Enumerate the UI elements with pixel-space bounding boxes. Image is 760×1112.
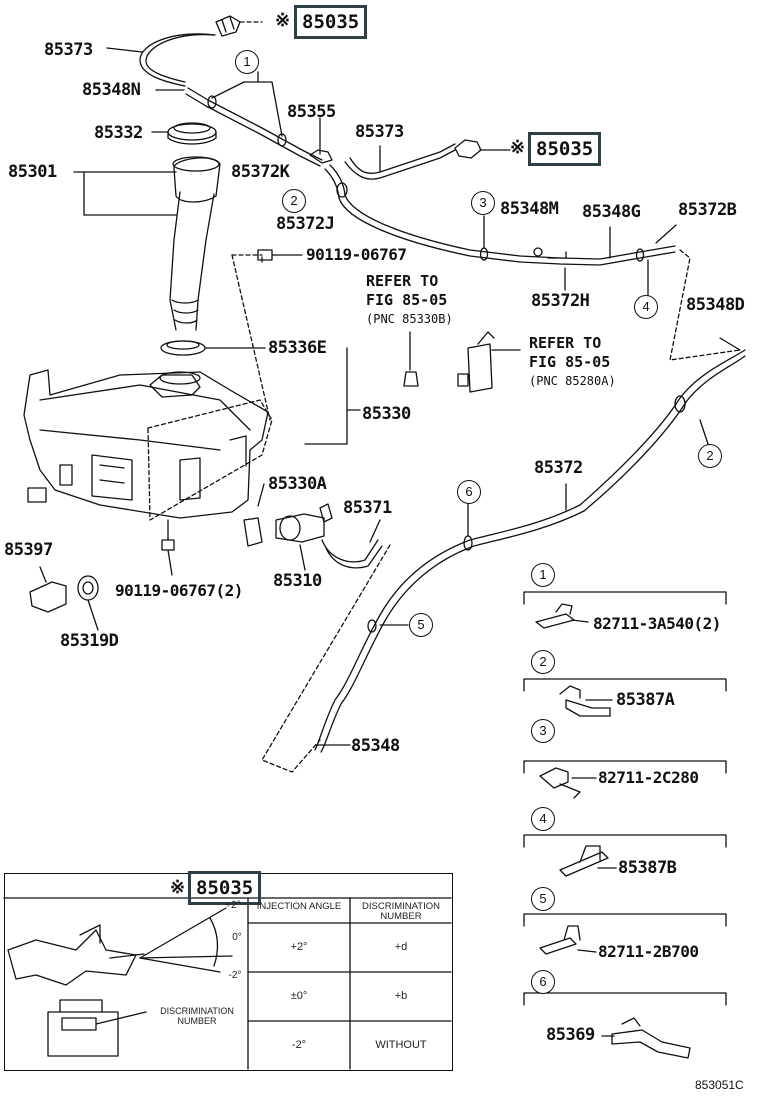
filler-cap-drawing	[151, 122, 217, 145]
refer-note-line2: FIG 85-05	[529, 353, 611, 371]
callout-85336E: 85336E	[268, 338, 327, 358]
circle-number: 3	[471, 191, 495, 215]
refer-note-line3: (PNC 85280A)	[529, 374, 616, 388]
table-cell-number: +b	[394, 990, 408, 1002]
legend-number: 5	[531, 887, 555, 911]
callout-90119-06767-2: 90119-06767(2)	[115, 581, 243, 600]
callout-85310: 85310	[273, 571, 322, 591]
ref-marker-mid: ※	[510, 137, 526, 158]
callout-85371: 85371	[343, 498, 392, 518]
callout-85372K: 85372K	[231, 162, 290, 182]
discrimination-number-label: DISCRIMINATION NUMBER	[148, 1006, 246, 1026]
callout-85372B: 85372B	[678, 200, 737, 220]
discrimination-label-1: DISCRIMINATION	[160, 1006, 234, 1016]
callout-85373-mid: 85373	[355, 122, 404, 142]
figure-code: 853051C	[695, 1078, 744, 1092]
inset-table-lines	[3, 897, 452, 1070]
callout-85348G: 85348G	[582, 202, 641, 222]
refer-note-85280A: REFER TO FIG 85-05 (PNC 85280A)	[529, 334, 616, 391]
callout-85348: 85348	[351, 736, 400, 756]
refer-note-line1: REFER TO	[366, 272, 439, 290]
table-cell-angle: ±0°	[290, 990, 308, 1002]
boxed-ref-85035-mid: 85035	[528, 132, 602, 166]
callout-90119-06767: 90119-06767	[306, 245, 407, 264]
circle-number: 6	[457, 480, 481, 504]
legend-number: 1	[531, 563, 555, 587]
callout-85348N: 85348N	[82, 80, 141, 100]
legend-part: 85387B	[618, 858, 677, 878]
discrimination-label-2: NUMBER	[177, 1016, 217, 1026]
callout-85330: 85330	[362, 404, 411, 424]
ref-marker-inset: ※	[170, 877, 186, 898]
legend-part: 85369	[546, 1025, 595, 1045]
legend-part: 85387A	[616, 690, 675, 710]
callout-85348D: 85348D	[686, 295, 745, 315]
washer-tank-drawing	[23, 369, 269, 519]
boxed-ref-85035-inset: 85035	[188, 871, 262, 905]
circle-number: 1	[235, 50, 259, 74]
legend-number: 6	[531, 970, 555, 994]
callout-85332: 85332	[94, 123, 143, 143]
circle-number: 5	[409, 613, 433, 637]
callout-85301: 85301	[8, 162, 57, 182]
callout-85372: 85372	[534, 458, 583, 478]
legend-clips	[535, 603, 691, 1059]
boxed-ref-85035-top: 85035	[294, 5, 368, 39]
angle-plus2: +2°	[225, 900, 241, 911]
table-cell-angle: +2°	[290, 941, 308, 953]
table-header-discrimination-number: DISCRIMINATION NUMBER	[362, 901, 440, 922]
angle-zero: 0°	[232, 932, 242, 943]
angle-minus2: -2°	[228, 970, 242, 981]
table-cell-number: +d	[394, 941, 408, 953]
legend-number: 3	[531, 719, 555, 743]
table-cell-angle: -2°	[291, 1039, 307, 1051]
legend-number: 2	[531, 650, 555, 674]
callout-85372H: 85372H	[531, 291, 590, 311]
top-nozzle-drawing	[215, 15, 263, 37]
legend-number: 4	[531, 807, 555, 831]
legend-part: 82711-2C280	[598, 768, 699, 787]
callout-85319D: 85319D	[60, 631, 119, 651]
callout-85330A: 85330A	[268, 474, 327, 494]
circle-number: 4	[634, 295, 658, 319]
callout-85372J: 85372J	[276, 214, 335, 234]
callout-85355: 85355	[287, 102, 336, 122]
circle-number: 2	[282, 189, 306, 213]
legend-part: 82711-2B700	[598, 942, 699, 961]
callout-85397: 85397	[4, 540, 53, 560]
refer-note-line1: REFER TO	[529, 334, 602, 352]
inset-nozzle-drawing	[7, 907, 233, 1057]
refer-note-line2: FIG 85-05	[366, 291, 448, 309]
refer-note-line3: (PNC 85330B)	[366, 312, 453, 326]
legend-frames	[523, 591, 727, 1006]
callout-85373-top: 85373	[44, 40, 93, 60]
refer-note-85330B: REFER TO FIG 85-05 (PNC 85330B)	[366, 272, 453, 329]
callout-85348M: 85348M	[500, 199, 559, 219]
legend-part: 82711-3A540(2)	[593, 614, 721, 633]
table-cell-number: WITHOUT	[375, 1039, 427, 1051]
table-header-injection-angle: INJECTION ANGLE	[256, 901, 342, 912]
circle-number: 2	[698, 444, 722, 468]
ref-marker-top: ※	[275, 10, 291, 31]
